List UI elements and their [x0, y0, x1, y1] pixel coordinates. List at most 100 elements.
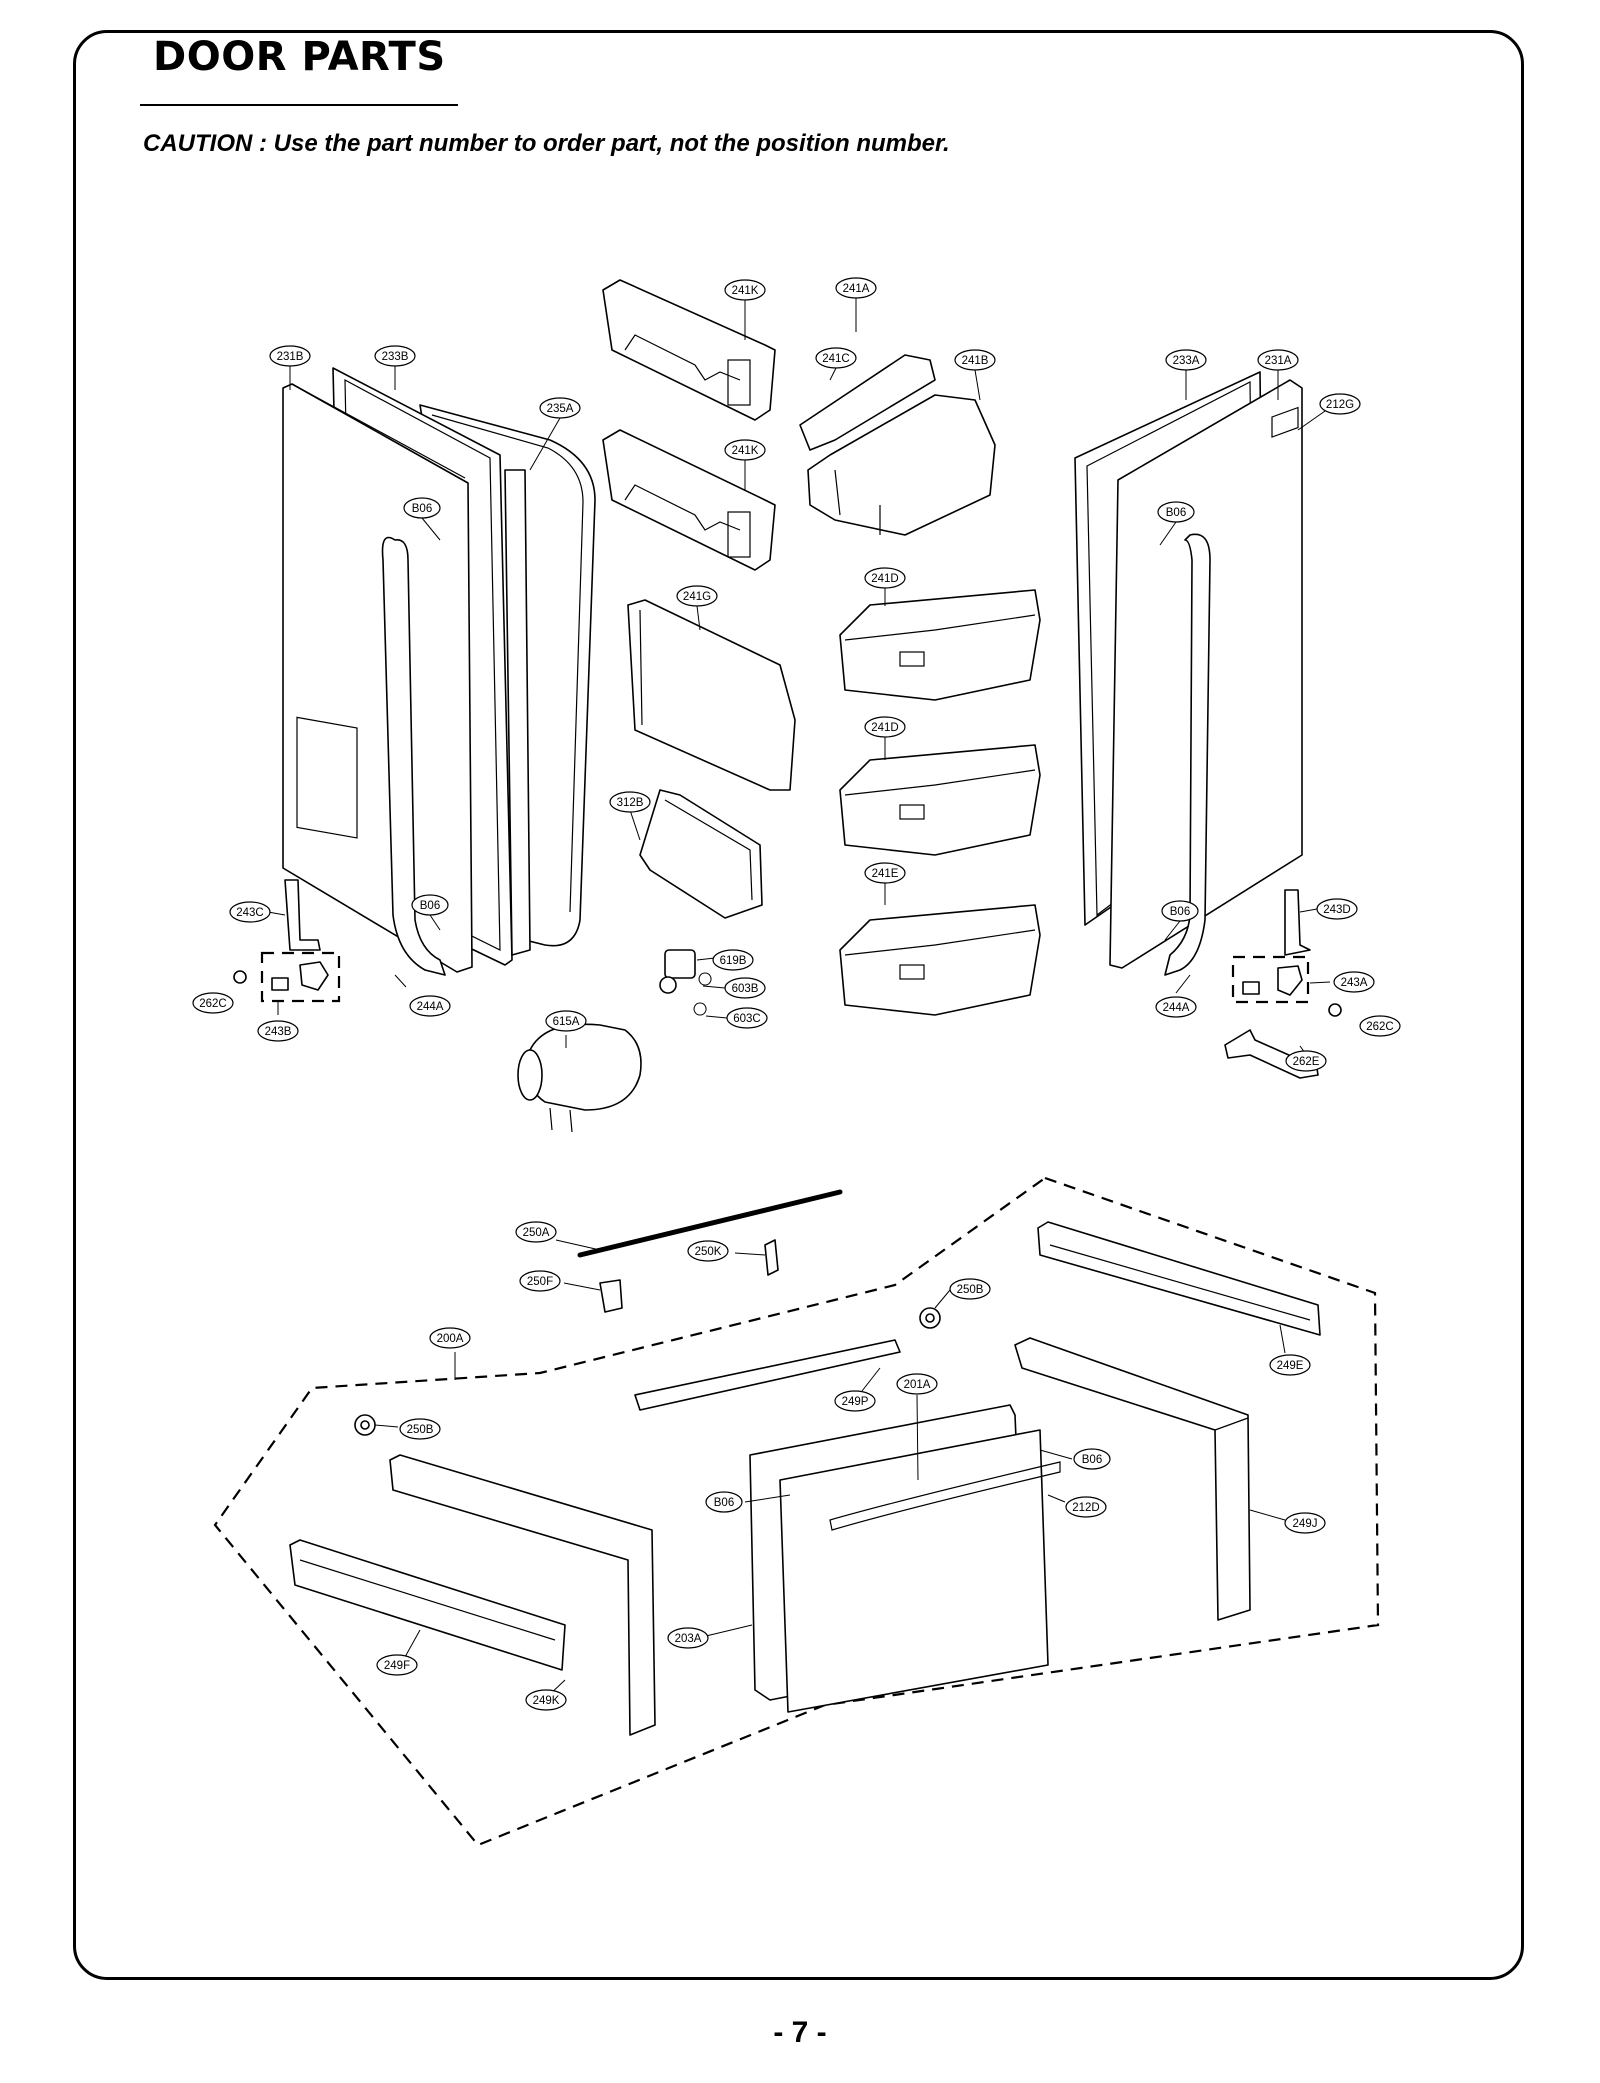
callout-249P: 249P [834, 1390, 876, 1412]
svg-text:200A: 200A [437, 1333, 464, 1345]
callout-231B: 231B [269, 345, 311, 367]
callout-250F: 250F [519, 1270, 561, 1292]
clip-250F [599, 1279, 623, 1313]
callout-243B: 243B [257, 1020, 299, 1042]
callout-233B: 233B [374, 345, 416, 367]
svg-text:241E: 241E [872, 868, 899, 880]
svg-text:241B: 241B [962, 355, 989, 367]
svg-text:B06: B06 [1166, 507, 1186, 519]
svg-text:B06: B06 [420, 900, 440, 912]
svg-text:249P: 249P [842, 1396, 869, 1408]
svg-text:241A: 241A [843, 283, 870, 295]
page-number: - 7 - [773, 2016, 827, 2049]
svg-text:619B: 619B [720, 955, 747, 967]
callout-249K: 249K [525, 1689, 567, 1711]
callout-244A-right: 244A [1155, 996, 1197, 1018]
callout-262E: 262E [1285, 1050, 1327, 1072]
door-bin-241K-lower [602, 429, 776, 571]
callout-B06-left-lower: B06 [411, 894, 449, 916]
callout-212D: 212D [1065, 1496, 1107, 1518]
bracket-312B [639, 789, 763, 919]
callout-203A: 203A [667, 1627, 709, 1649]
drawer-door-201A [779, 1429, 1061, 1713]
callout-249F: 249F [376, 1654, 418, 1676]
callout-241G: 241G [676, 585, 718, 607]
title-underline [140, 104, 458, 106]
callout-615A: 615A [545, 1010, 587, 1032]
svg-text:243D: 243D [1323, 904, 1351, 916]
rail-249F [289, 1539, 566, 1671]
callout-249J: 249J [1284, 1512, 1326, 1534]
rail-249E [1037, 1221, 1321, 1336]
callout-241B: 241B [954, 349, 996, 371]
door-bin-241D-upper [839, 589, 1041, 701]
svg-text:B06: B06 [714, 1497, 734, 1509]
callout-603B: 603B [724, 977, 766, 999]
callout-231A: 231A [1257, 349, 1299, 371]
svg-text:244A: 244A [1163, 1002, 1190, 1014]
svg-text:243C: 243C [236, 907, 264, 919]
callout-B06-left-upper: B06 [403, 497, 441, 519]
callout-212G: 212G [1319, 393, 1361, 415]
gear-250B-left [354, 1414, 376, 1436]
callout-241D-upper: 241D [864, 567, 906, 589]
page-border [73, 30, 1524, 1980]
valve-619B [659, 949, 696, 994]
left-door-231B [282, 383, 473, 976]
callout-200A: 200A [429, 1327, 471, 1349]
svg-text:243B: 243B [265, 1026, 292, 1038]
svg-text:212D: 212D [1072, 1502, 1100, 1514]
svg-text:B06: B06 [1170, 906, 1190, 918]
hinge-243B [271, 961, 329, 991]
svg-text:231A: 231A [1265, 355, 1292, 367]
svg-text:603B: 603B [732, 983, 759, 995]
callout-250B-right: 250B [949, 1278, 991, 1300]
svg-text:250F: 250F [527, 1276, 553, 1288]
door-bin-241D-lower [839, 744, 1041, 856]
callout-603C: 603C [726, 1007, 768, 1029]
door-bin-241K-upper [602, 279, 776, 421]
hinge-243A [1242, 965, 1303, 996]
gear-250B-right [919, 1307, 941, 1329]
washer-262C-left [233, 970, 247, 984]
svg-text:241K: 241K [732, 445, 759, 457]
water-filter-615A [517, 1023, 642, 1133]
callout-243D: 243D [1316, 898, 1358, 920]
callout-249E: 249E [1269, 1354, 1311, 1376]
hinge-cover-243C [284, 879, 321, 951]
svg-text:241K: 241K [732, 285, 759, 297]
svg-text:233A: 233A [1173, 355, 1200, 367]
callout-262C-right: 262C [1359, 1015, 1401, 1037]
svg-text:312B: 312B [617, 797, 644, 809]
callout-250A: 250A [515, 1221, 557, 1243]
callout-312B: 312B [609, 791, 651, 813]
svg-text:201A: 201A [904, 1379, 931, 1391]
callout-250K: 250K [687, 1240, 729, 1262]
svg-text:262E: 262E [1293, 1056, 1320, 1068]
cross-bar-249P [634, 1339, 901, 1411]
svg-text:212G: 212G [1326, 399, 1354, 411]
callout-241K-lower: 241K [724, 439, 766, 461]
svg-text:233B: 233B [382, 351, 409, 363]
hinge-cover-243D [1284, 889, 1311, 956]
callout-B06-drawer-right: B06 [1073, 1448, 1111, 1470]
clip-603C [693, 1002, 707, 1016]
callout-241C: 241C [815, 347, 857, 369]
callout-B06-right-upper: B06 [1157, 501, 1195, 523]
svg-text:231B: 231B [277, 351, 304, 363]
svg-text:241C: 241C [822, 353, 850, 365]
callout-241E: 241E [864, 862, 906, 884]
svg-text:203A: 203A [675, 1633, 702, 1645]
svg-text:250A: 250A [523, 1227, 550, 1239]
svg-text:249E: 249E [1277, 1360, 1304, 1372]
callout-B06-right-lower: B06 [1161, 900, 1199, 922]
svg-text:241G: 241G [683, 591, 711, 603]
svg-text:250K: 250K [695, 1246, 722, 1258]
callout-619B: 619B [712, 949, 754, 971]
callout-233A: 233A [1165, 349, 1207, 371]
svg-text:241D: 241D [871, 722, 899, 734]
callout-243A: 243A [1333, 971, 1375, 993]
door-bin-assembly-241A [799, 354, 996, 536]
hinge-243B-group-box [260, 951, 341, 1003]
callout-201A: 201A [896, 1373, 938, 1395]
